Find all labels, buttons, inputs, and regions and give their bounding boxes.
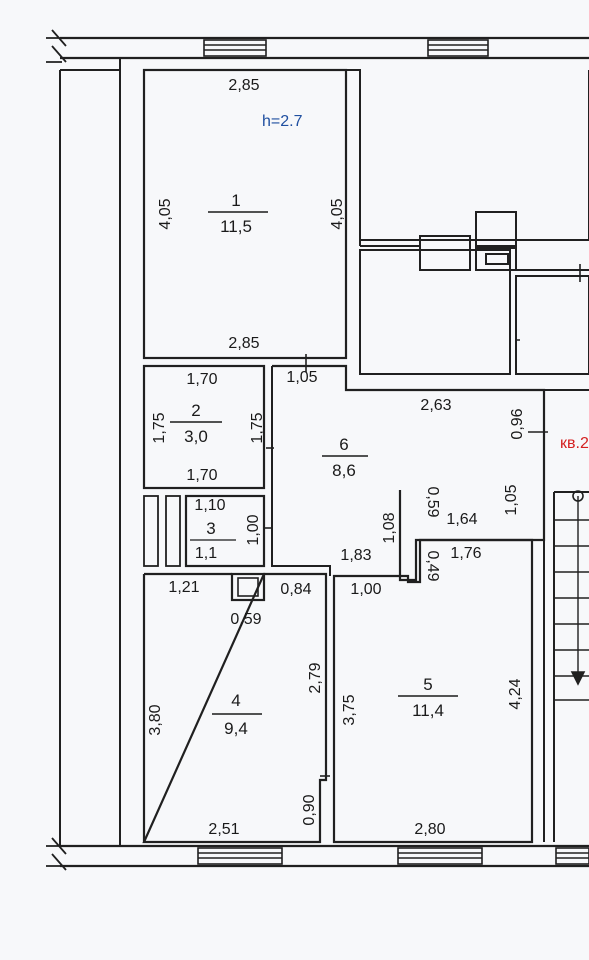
room-labels: 1 11,5 2 3,0 3 4 9,4 5 11,4 6 8,6 bbox=[170, 191, 458, 738]
dim-r5-top: 1,76 bbox=[450, 545, 481, 562]
dimension-labels: 2,85 4,05 4,05 2,85 1,70 1,75 1,75 1,70 … bbox=[147, 77, 526, 838]
ceiling-height-label: h=2.7 bbox=[262, 113, 303, 130]
apartment-label: кв.2 bbox=[560, 435, 589, 452]
room-5-outline bbox=[332, 538, 534, 844]
ventilation-shaft bbox=[230, 572, 266, 602]
dim-r6-right: 0,96 bbox=[509, 408, 526, 439]
room-5-area: 11,4 bbox=[412, 701, 444, 720]
dim-r5-right: 4,24 bbox=[507, 678, 524, 709]
dim-r4-right: 2,79 bbox=[307, 662, 324, 693]
dim-r3-top: 1,10 bbox=[194, 497, 225, 514]
dim-r5-bottom: 2,80 bbox=[414, 821, 445, 838]
door-neighbour bbox=[516, 264, 581, 341]
dim-r4-top-left: 1,21 bbox=[168, 579, 199, 596]
room-6-outline bbox=[272, 364, 546, 582]
dim-r4-left: 3,80 bbox=[147, 704, 164, 735]
room-3-outline bbox=[184, 494, 266, 568]
duct-2 bbox=[165, 495, 181, 567]
dim-r6-top: 2,63 bbox=[420, 397, 451, 414]
dim-r6-1-05: 1,05 bbox=[503, 484, 520, 515]
room-4-area: 9,4 bbox=[224, 719, 248, 738]
dim-r5-top-left: 1,00 bbox=[350, 581, 381, 598]
room-5-number: 5 bbox=[423, 675, 432, 694]
room-4-number: 4 bbox=[231, 691, 240, 710]
dim-r1-bottom: 2,85 bbox=[228, 335, 259, 352]
dim-r1-top: 2,85 bbox=[228, 77, 259, 94]
dim-r4-top-right: 0,84 bbox=[280, 581, 311, 598]
room-6-area: 8,6 bbox=[332, 461, 356, 480]
dim-r3-right: 1,00 bbox=[245, 514, 262, 545]
dim-r1-right: 4,05 bbox=[329, 198, 346, 229]
dim-r2-top: 1,70 bbox=[186, 371, 217, 388]
dim-r6-1-08: 1,08 bbox=[381, 512, 398, 543]
window-top-2 bbox=[427, 39, 489, 57]
stairwell bbox=[543, 389, 589, 842]
room-2-outline bbox=[142, 364, 266, 490]
dim-r1-left: 4,05 bbox=[157, 198, 174, 229]
window-bottom-3 bbox=[555, 847, 589, 865]
room-3-number: 3 bbox=[206, 519, 215, 538]
dim-r6-mid: 1,83 bbox=[340, 547, 371, 564]
room-1-number: 1 bbox=[231, 191, 240, 210]
outer-wall-left bbox=[59, 69, 121, 846]
dim-r5-step: 0,49 bbox=[424, 550, 441, 581]
dim-r6-door: 1,05 bbox=[286, 369, 317, 386]
window-top-1 bbox=[203, 39, 267, 57]
neighbour-walls bbox=[359, 70, 589, 375]
outer-wall-bottom bbox=[60, 844, 589, 868]
dim-r3-bottom: 1,1 bbox=[195, 545, 217, 562]
room-2-area: 3,0 bbox=[184, 427, 208, 446]
dim-r6-step-h: 1,64 bbox=[446, 511, 477, 528]
dim-r2-bottom: 1,70 bbox=[186, 467, 217, 484]
window-bottom-2 bbox=[397, 847, 483, 865]
dim-r2-right: 1,75 bbox=[249, 412, 266, 443]
outer-wall-top bbox=[60, 36, 589, 60]
room-2-number: 2 bbox=[191, 401, 200, 420]
wall-break-top bbox=[46, 29, 67, 63]
room-1-outline bbox=[142, 68, 348, 360]
duct-1 bbox=[143, 495, 159, 567]
dim-r6-step-v: 0,59 bbox=[424, 486, 441, 517]
dim-r4-bottom: 2,51 bbox=[208, 821, 239, 838]
dim-r4-door: 0,90 bbox=[301, 794, 318, 825]
room-6-number: 6 bbox=[339, 435, 348, 454]
dim-shaft: 0,59 bbox=[230, 611, 261, 628]
dim-r5-left: 3,75 bbox=[341, 694, 358, 725]
room-1-area: 11,5 bbox=[220, 217, 252, 236]
dim-r2-left: 1,75 bbox=[151, 412, 168, 443]
room-4-outline bbox=[142, 572, 328, 844]
window-bottom-1 bbox=[197, 847, 283, 865]
